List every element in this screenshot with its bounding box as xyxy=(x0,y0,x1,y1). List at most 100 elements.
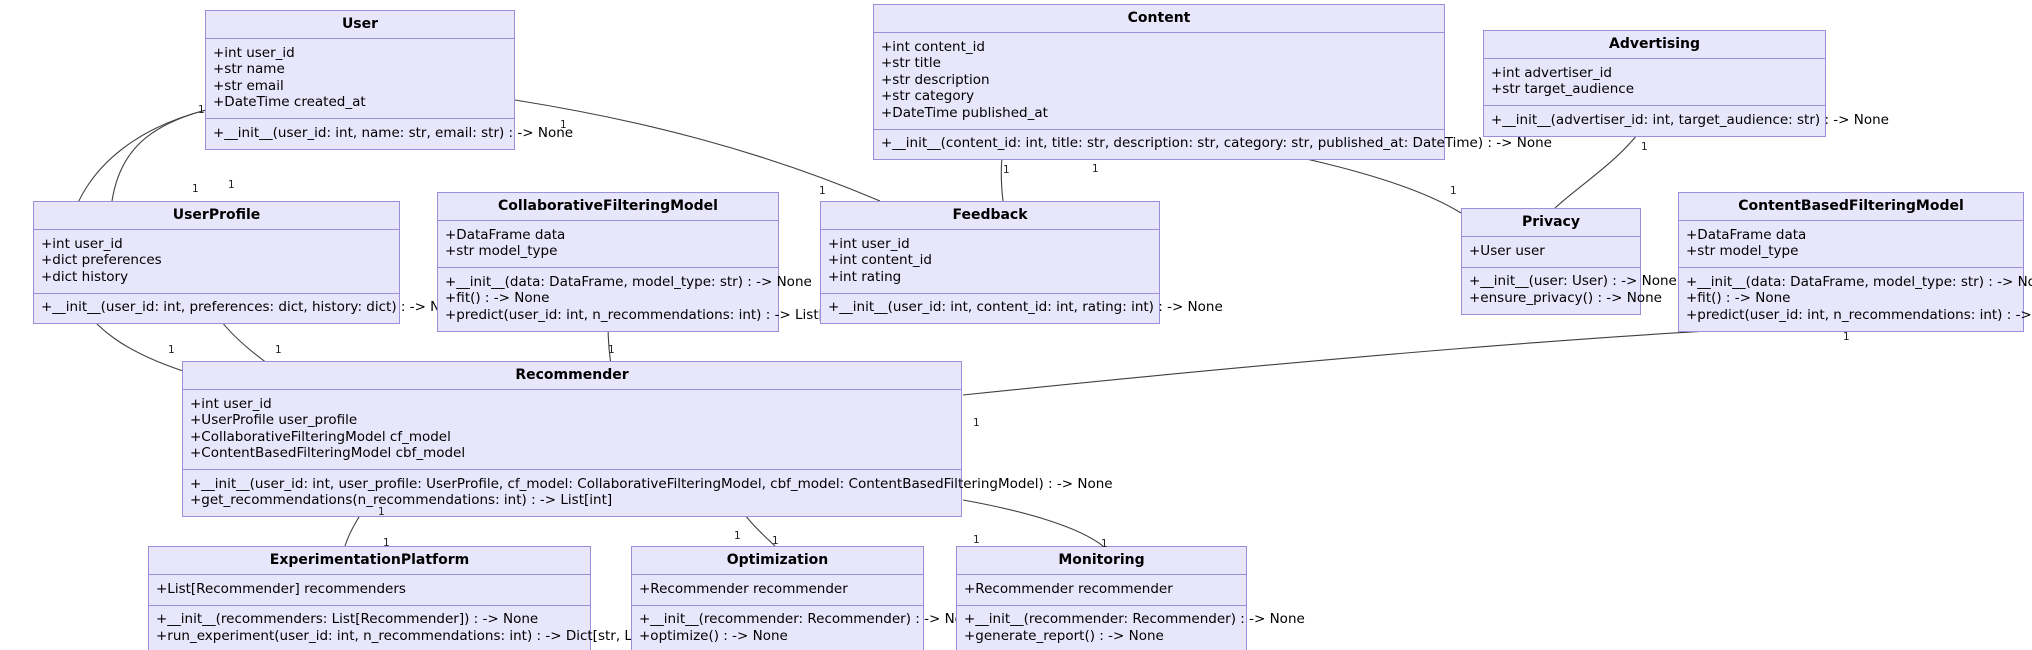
association-edge-recommender-cbfmodel xyxy=(962,324,1846,396)
uml-class-feedback[interactable]: Feedback+int user_id+int content_id+int … xyxy=(820,201,1223,324)
method-row: +__init__(recommenders: List[Recommender… xyxy=(156,611,539,627)
method-row: +ensure_privacy() : -> None xyxy=(1469,289,1662,306)
method-row: +__init__(content_id: int, title: str, d… xyxy=(881,135,1552,151)
uml-class-content[interactable]: Content+int content_id+str title+str des… xyxy=(873,4,1552,160)
method-row: +get_recommendations(n_recommendations: … xyxy=(190,492,613,508)
class-attributes-userprofile: +int user_id+dict preferences+dict histo… xyxy=(34,230,399,294)
attribute-row: +DataFrame data xyxy=(445,226,566,243)
class-methods-monitoring: +__init__(recommender: Recommender) : ->… xyxy=(957,606,1305,650)
class-methods-recommender: +__init__(user_id: int, user_profile: Us… xyxy=(183,470,1113,516)
method-row: +fit() : -> None xyxy=(445,290,550,306)
method-row: +__init__(recommender: Recommender) : ->… xyxy=(964,611,1305,627)
class-title-recommender: Recommender xyxy=(183,362,961,390)
class-title-cfmodel: CollaborativeFilteringModel xyxy=(438,193,778,221)
class-methods-privacy: +__init__(user: User) : -> None+ensure_p… xyxy=(1462,268,1677,314)
class-attributes-content: +int content_id+str title+str descriptio… xyxy=(874,33,1444,130)
attribute-row: +int user_id xyxy=(828,235,910,252)
attribute-row: +int user_id xyxy=(190,395,272,412)
class-attributes-cfmodel: +DataFrame data+str model_type xyxy=(438,221,778,268)
method-row: +__init__(advertiser_id: int, target_aud… xyxy=(1491,111,1889,128)
uml-class-userprofile[interactable]: UserProfile+int user_id+dict preferences… xyxy=(33,201,466,324)
attribute-row: +int advertiser_id xyxy=(1491,64,1612,81)
attribute-row: +UserProfile user_profile xyxy=(190,412,358,428)
method-row: +optimize() : -> None xyxy=(639,627,788,644)
class-title-feedback: Feedback xyxy=(821,202,1159,230)
multiplicity-label: 1 xyxy=(198,104,205,116)
multiplicity-label: 1 xyxy=(973,534,980,546)
method-row: +__init__(user_id: int, name: str, email… xyxy=(213,124,574,141)
attribute-row: +int rating xyxy=(828,268,902,285)
attribute-row: +Recommender recommender xyxy=(964,580,1173,597)
multiplicity-label: 1 xyxy=(772,535,779,547)
association-edge-recommender-monitoring xyxy=(962,499,1104,547)
attribute-row: +str model_type xyxy=(1686,243,1799,259)
attribute-row: +int user_id xyxy=(213,44,295,61)
multiplicity-label: 1 xyxy=(1003,164,1010,176)
method-row: +__init__(data: DataFrame, model_type: s… xyxy=(445,273,812,290)
method-row: +run_experiment(user_id: int, n_recommen… xyxy=(156,627,682,644)
method-row: +predict(user_id: int, n_recommendations… xyxy=(445,306,847,323)
uml-class-recommender[interactable]: Recommender+int user_id+UserProfile user… xyxy=(182,361,1113,517)
attribute-row: +str name xyxy=(213,61,285,77)
attribute-row: +str title xyxy=(881,55,941,71)
uml-class-user[interactable]: User+int user_id+str name+str email+Date… xyxy=(205,10,574,150)
attribute-row: +CollaborativeFilteringModel cf_model xyxy=(190,428,451,445)
attribute-row: +User user xyxy=(1469,242,1545,259)
class-methods-cbfmodel: +__init__(data: DataFrame, model_type: s… xyxy=(1679,268,2032,331)
uml-class-advertising[interactable]: Advertising+int advertiser_id+str target… xyxy=(1483,30,1889,137)
attribute-row: +ContentBasedFilteringModel cbf_model xyxy=(190,445,466,461)
multiplicity-label: 1 xyxy=(228,179,235,191)
multiplicity-label: 1 xyxy=(1843,331,1850,343)
method-row: +predict(user_id: int, n_recommendations… xyxy=(1686,306,2032,323)
class-attributes-recommender: +int user_id+UserProfile user_profile+Co… xyxy=(183,390,961,470)
class-attributes-user: +int user_id+str name+str email+DateTime… xyxy=(206,39,514,119)
multiplicity-label: 1 xyxy=(819,185,826,197)
class-title-optimization: Optimization xyxy=(632,547,923,575)
class-attributes-cbfmodel: +DataFrame data+str model_type xyxy=(1679,221,2023,268)
class-methods-content: +__init__(content_id: int, title: str, d… xyxy=(874,130,1552,160)
class-methods-feedback: +__init__(user_id: int, content_id: int,… xyxy=(821,294,1223,324)
uml-class-cbfmodel[interactable]: ContentBasedFilteringModel+DataFrame dat… xyxy=(1678,192,2032,332)
class-title-content: Content xyxy=(874,5,1444,33)
attribute-row: +str email xyxy=(213,77,284,94)
attribute-row: +dict preferences xyxy=(41,252,162,268)
class-methods-cfmodel: +__init__(data: DataFrame, model_type: s… xyxy=(438,268,847,331)
uml-class-cfmodel[interactable]: CollaborativeFilteringModel+DataFrame da… xyxy=(437,192,847,332)
attribute-row: +str model_type xyxy=(445,243,558,259)
multiplicity-label: 1 xyxy=(1101,538,1108,550)
method-row: +__init__(user: User) : -> None xyxy=(1469,273,1677,289)
attribute-row: +int user_id xyxy=(41,235,123,252)
method-row: +__init__(user_id: int, preferences: dic… xyxy=(41,299,466,315)
class-attributes-optimization: +Recommender recommender xyxy=(632,575,923,606)
multiplicity-label: 1 xyxy=(734,530,741,542)
class-methods-userprofile: +__init__(user_id: int, preferences: dic… xyxy=(34,294,466,324)
class-title-advertising: Advertising xyxy=(1484,31,1825,59)
multiplicity-label: 1 xyxy=(378,506,385,518)
attribute-row: +Recommender recommender xyxy=(639,580,848,597)
attribute-row: +dict history xyxy=(41,268,129,285)
attribute-row: +DateTime created_at xyxy=(213,94,366,110)
multiplicity-label: 1 xyxy=(1092,163,1099,175)
class-title-experimentation: ExperimentationPlatform xyxy=(149,547,590,575)
class-title-userprofile: UserProfile xyxy=(34,202,399,230)
class-title-monitoring: Monitoring xyxy=(957,547,1246,575)
class-methods-advertising: +__init__(advertiser_id: int, target_aud… xyxy=(1484,106,1889,136)
class-methods-optimization: +__init__(recommender: Recommender) : ->… xyxy=(632,606,980,650)
method-row: +__init__(recommender: Recommender) : ->… xyxy=(639,611,980,627)
multiplicity-label: 1 xyxy=(168,344,175,356)
class-title-cbfmodel: ContentBasedFilteringModel xyxy=(1679,193,2023,221)
uml-class-monitoring[interactable]: Monitoring +Recommender recommender +__ini… xyxy=(956,546,1305,650)
class-attributes-monitoring: +Recommender recommender xyxy=(957,575,1246,606)
class-title-user: User xyxy=(206,11,514,39)
class-methods-user: +__init__(user_id: int, name: str, email… xyxy=(206,119,574,149)
method-row: +generate_report() : -> None xyxy=(964,627,1164,644)
multiplicity-label: 1 xyxy=(275,344,282,356)
attribute-row: +DataFrame data xyxy=(1686,226,1807,243)
class-attributes-privacy: +User user xyxy=(1462,237,1640,268)
class-methods-experimentation: +__init__(recommenders: List[Recommender… xyxy=(149,606,682,650)
uml-class-experimentation[interactable]: ExperimentationPlatform+List[Recommender… xyxy=(148,546,682,650)
uml-class-privacy[interactable]: Privacy+User user+__init__(user: User) :… xyxy=(1461,208,1677,315)
class-attributes-feedback: +int user_id+int content_id+int rating xyxy=(821,230,1159,294)
uml-class-optimization[interactable]: Optimization +Recommender recommender +__i… xyxy=(631,546,980,650)
